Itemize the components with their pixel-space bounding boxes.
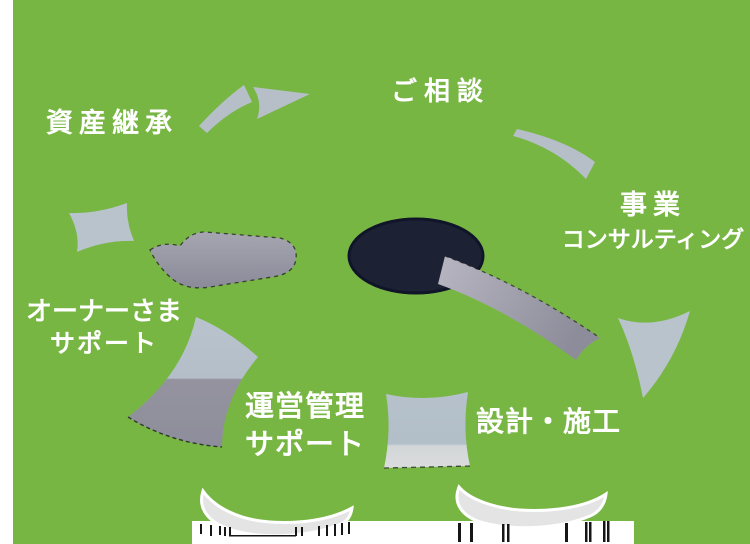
arrow-head <box>253 87 310 119</box>
crescent-bottom-right <box>455 484 608 530</box>
segment-blob-left <box>150 232 297 288</box>
label-design-construction: 設計・施工 <box>476 406 622 437</box>
label-operation-line2: サポート <box>244 429 365 462</box>
segment-flag-right <box>618 311 690 398</box>
segment-hourglass-left <box>128 317 258 447</box>
arrow-tail <box>199 85 252 133</box>
arrow-asset-to-consultation <box>199 85 310 133</box>
crescent-bottom-left <box>200 487 354 538</box>
swoosh-consultation-to-business <box>513 129 595 179</box>
segment-cushion-bottom <box>384 392 470 468</box>
label-owner-support: オーナーさま サポート <box>18 295 190 360</box>
label-consultation: ご相談 <box>391 76 491 106</box>
connector-band-artifact-edge <box>444 255 601 339</box>
label-business-consulting: 事業 コンサルティング <box>556 188 750 254</box>
label-business-line2: コンサルティング <box>561 225 745 252</box>
cropped-text-ticks <box>200 521 610 542</box>
label-owner-line2: サポート <box>49 330 158 359</box>
connector-band-center-to-design <box>438 256 600 360</box>
segment-cushion-upper-left <box>69 203 134 252</box>
label-business-line1: 事業 <box>620 190 686 220</box>
label-operation-support: 運営管理 サポート <box>238 388 372 465</box>
label-asset-succession: 資産継承 <box>46 108 178 138</box>
segment-hourglass-artifact-edge <box>127 416 223 448</box>
label-operation-line1: 運営管理 <box>244 391 365 423</box>
label-owner-line1: オーナーさま <box>25 296 182 326</box>
